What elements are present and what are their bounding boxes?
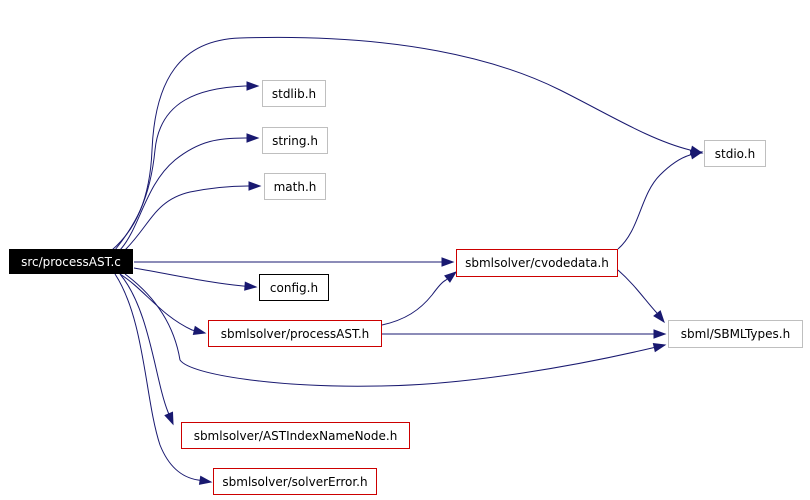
arrowhead-processAST_c-to-config: [244, 281, 258, 291]
arrowhead-cvodedata-to-stdio: [689, 150, 704, 160]
edge-processAST_c-to-processAST_h: [119, 273, 206, 334]
arrowhead-processAST_c-to-solvererror: [198, 475, 213, 485]
node-solvererror[interactable]: sbmlsolver/solverError.h: [213, 468, 377, 495]
edge-processAST_c-to-sbmltypes: [124, 273, 666, 387]
arrowhead-processAST_c-to-string: [246, 133, 260, 143]
arrowhead-processAST_c-to-cvodedata: [441, 257, 455, 267]
arrowhead-cvodedata-to-sbmltypes: [653, 310, 665, 324]
node-stdlib: stdlib.h: [262, 80, 326, 107]
node-label: src/processAST.c: [21, 254, 121, 269]
node-config: config.h: [259, 274, 329, 301]
node-stdio: stdio.h: [704, 140, 766, 167]
arrowhead-processAST_c-to-stdlib: [246, 81, 260, 91]
arrowhead-processAST_c-to-processAST_h: [192, 325, 207, 335]
edge-processAST_c-to-stdio: [111, 36, 703, 251]
edge-processAST_c-to-math: [124, 185, 260, 251]
arrowhead-processAST_h-to-sbmltypes: [653, 329, 667, 339]
edge-processAST_h-to-cvodedata: [381, 271, 457, 326]
arrowhead-processAST_c-to-math: [248, 181, 262, 191]
arrowhead-processAST_c-to-sbmltypes: [652, 343, 667, 353]
node-label: stdio.h: [714, 146, 756, 161]
arrowhead-processAST_h-to-cvodedata: [444, 271, 458, 283]
node-label: sbmlsolver/ASTIndexNameNode.h: [193, 428, 398, 443]
node-label: sbml/SBMLTypes.h: [680, 327, 791, 341]
node-label: math.h: [273, 179, 317, 194]
edge-processAST_c-to-string: [119, 137, 258, 251]
node-label: sbmlsolver/processAST.h: [220, 326, 370, 341]
node-label: config.h: [269, 280, 319, 295]
edge-cvodedata-to-stdio: [617, 151, 703, 250]
node-label: sbmlsolver/solverError.h: [222, 474, 368, 489]
node-processAST-h[interactable]: sbmlsolver/processAST.h: [208, 320, 382, 347]
arrowhead-processAST_c-to-astindex: [164, 411, 174, 426]
node-label: stdlib.h: [271, 86, 317, 101]
node-cvodedata[interactable]: sbmlsolver/cvodedata.h: [456, 249, 618, 277]
edge-processAST_c-to-solvererror: [114, 273, 212, 483]
edge-processAST_c-to-astindex: [119, 273, 174, 425]
edge-processAST_c-to-stdlib: [114, 85, 258, 251]
edge-processAST_c-to-config: [133, 267, 257, 288]
node-label: sbmlsolver/cvodedata.h: [465, 256, 609, 270]
node-astindex[interactable]: sbmlsolver/ASTIndexNameNode.h: [181, 422, 410, 449]
node-processAST-c[interactable]: src/processAST.c: [9, 249, 133, 274]
node-math: math.h: [264, 173, 326, 200]
node-string: string.h: [262, 127, 328, 154]
node-sbmltypes: sbml/SBMLTypes.h: [668, 320, 803, 348]
node-label: string.h: [272, 133, 318, 148]
edge-cvodedata-to-sbmltypes: [617, 269, 665, 323]
